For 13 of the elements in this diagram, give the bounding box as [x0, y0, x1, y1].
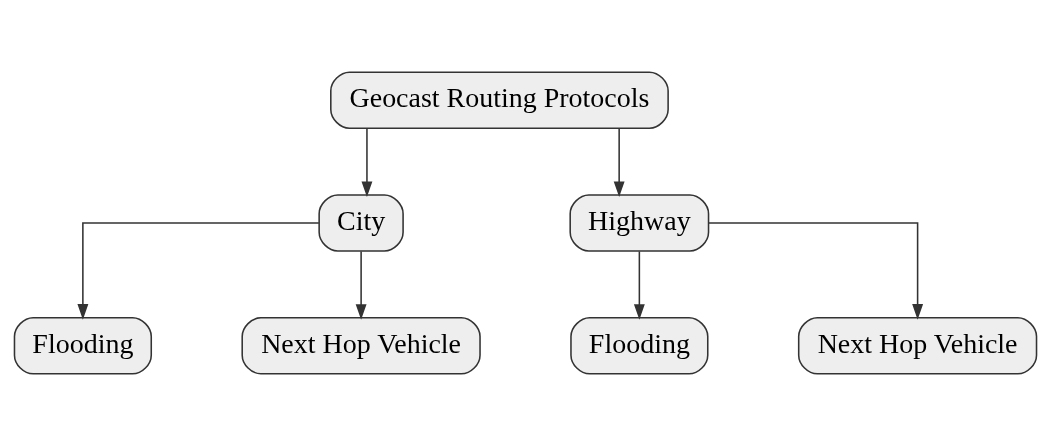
node-box: Flooding	[13, 316, 153, 375]
node-box: Flooding	[570, 316, 709, 375]
arrow	[355, 250, 367, 320]
node-box: City	[318, 193, 404, 252]
arrow	[613, 127, 625, 197]
arrow	[77, 221, 320, 320]
arrow	[633, 250, 645, 320]
node-box: Geocast Routing Protocols	[330, 70, 669, 129]
node-box: Next Hop Vehicle	[241, 316, 481, 375]
node-box: Highway	[569, 193, 710, 252]
arrow	[361, 127, 373, 197]
arrow	[708, 221, 924, 320]
node-box: Next Hop Vehicle	[797, 316, 1038, 375]
